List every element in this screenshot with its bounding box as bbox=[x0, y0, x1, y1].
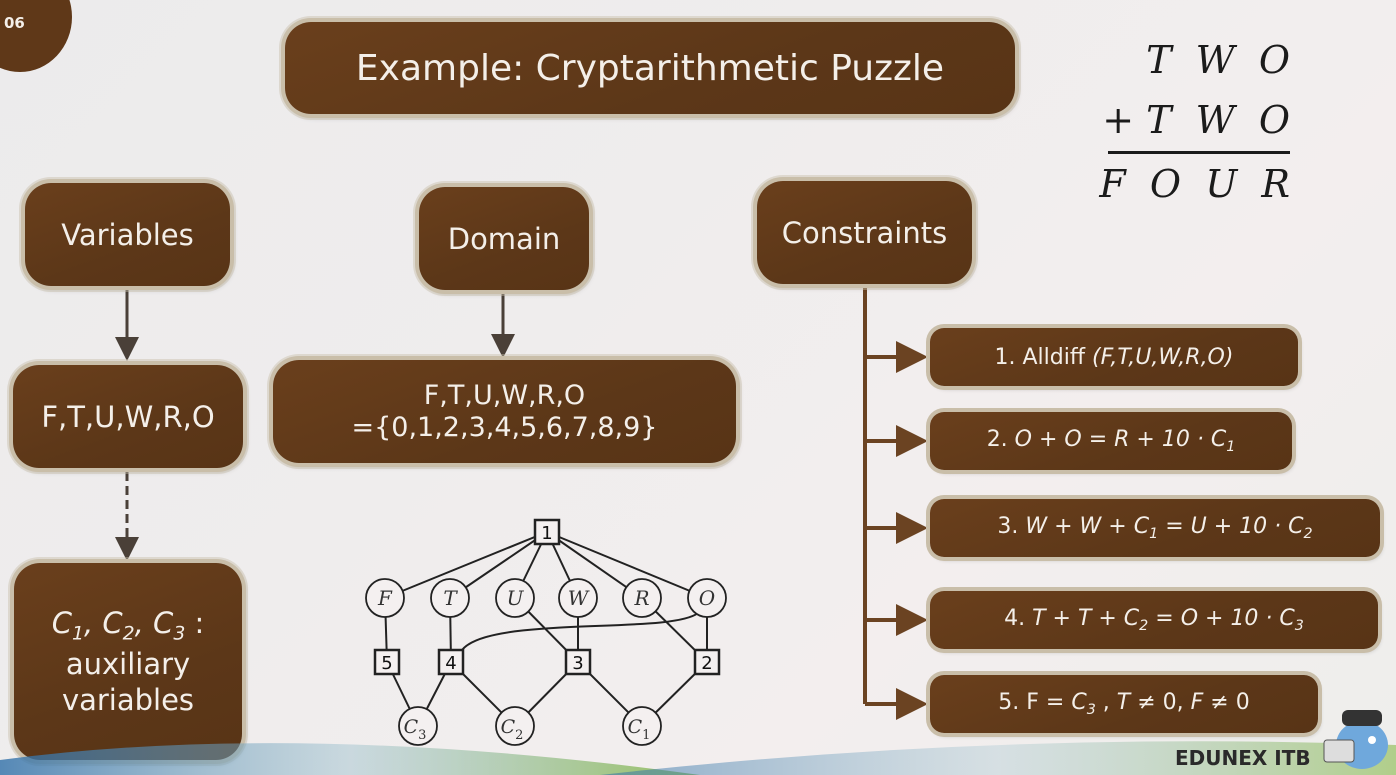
constraint-node bbox=[533, 518, 561, 546]
puzzle-sum-line bbox=[1108, 151, 1290, 154]
slide-title-box: Example: Cryptarithmetic Puzzle bbox=[285, 22, 1015, 114]
variables-header-box: Variables bbox=[25, 183, 230, 286]
brand-label: EDUNEX ITB bbox=[1175, 746, 1311, 770]
constraint-node bbox=[437, 648, 465, 676]
constraint-5: 5. F = C3 , T ≠ 0, F ≠ 0 bbox=[930, 675, 1318, 733]
aux-node bbox=[495, 706, 535, 746]
aux-line-3: variables bbox=[61, 683, 195, 718]
variable-node-label: W bbox=[568, 586, 590, 610]
slide-number: 06 bbox=[4, 14, 25, 32]
aux-node bbox=[622, 706, 662, 746]
aux-variables: C1, C2, C3 : bbox=[51, 605, 205, 645]
constraints-header-box: Constraints bbox=[757, 181, 972, 284]
domain-line-2: ={0,1,2,3,4,5,6,7,8,9} bbox=[351, 411, 658, 443]
variable-node-label: R bbox=[633, 586, 649, 610]
graph-edge bbox=[384, 531, 548, 599]
aux-line-2: auxiliary bbox=[65, 646, 191, 681]
aux-variables-box: C1, C2, C3 : auxiliary variables bbox=[14, 563, 242, 760]
domain-header-box: Domain bbox=[419, 187, 589, 290]
constraint-node-label: 1 bbox=[541, 523, 552, 544]
constraint-4: 4. T + T + C2 = O + 10 · C3 bbox=[930, 591, 1378, 649]
constraint-5-text: 5. F = C3 , T ≠ 0, F ≠ 0 bbox=[998, 690, 1250, 718]
variable-node-label: O bbox=[699, 586, 715, 610]
aux-node bbox=[398, 706, 438, 746]
constraint-node-label: 2 bbox=[701, 653, 712, 674]
constraint-node bbox=[693, 648, 721, 676]
variable-node bbox=[622, 578, 662, 618]
domain-values-box: F,T,U,W,R,O ={0,1,2,3,4,5,6,7,8,9} bbox=[273, 360, 736, 463]
domain-header: Domain bbox=[447, 221, 561, 256]
graph-edge bbox=[546, 531, 708, 599]
variable-node bbox=[365, 578, 405, 618]
mascot-elephant-icon bbox=[1323, 710, 1388, 769]
variable-node-label: U bbox=[507, 586, 525, 610]
variables-list-box: F,T,U,W,R,O bbox=[13, 365, 243, 468]
variable-node-label: T bbox=[443, 586, 458, 610]
variable-node bbox=[430, 578, 470, 618]
variable-node bbox=[495, 578, 535, 618]
slide-number-badge: 06 bbox=[0, 0, 72, 72]
puzzle-row-2: + T W O bbox=[1102, 98, 1290, 142]
variables-list: F,T,U,W,R,O bbox=[41, 399, 215, 434]
constraint-node-label: 3 bbox=[572, 653, 583, 674]
variable-node-label: F bbox=[377, 586, 393, 610]
constraint-3: 3. W + W + C1 = U + 10 · C2 bbox=[930, 499, 1380, 557]
constraint-node bbox=[564, 648, 592, 676]
constraint-1: 1. Alldiff (F,T,U,W,R,O) bbox=[930, 328, 1298, 386]
graph-edge-curve bbox=[461, 612, 699, 651]
constraint-3-text: 3. W + W + C1 = U + 10 · C2 bbox=[997, 514, 1313, 542]
domain-line-1: F,T,U,W,R,O bbox=[423, 380, 586, 412]
constraint-2: 2. O + O = R + 10 · C1 bbox=[930, 412, 1292, 470]
puzzle-result: F O U R bbox=[1099, 162, 1290, 206]
slide-title: Example: Cryptarithmetic Puzzle bbox=[355, 47, 945, 89]
constraints-header: Constraints bbox=[781, 215, 948, 250]
footer-swoosh bbox=[0, 741, 1396, 775]
puzzle-row-1: T W O bbox=[1146, 38, 1290, 82]
constraint-4-text: 4. T + T + C2 = O + 10 · C3 bbox=[1004, 606, 1304, 634]
constraint-1-text: 1. Alldiff (F,T,U,W,R,O) bbox=[994, 344, 1234, 370]
variable-node bbox=[558, 578, 598, 618]
variable-node bbox=[687, 578, 727, 618]
constraint-node-label: 4 bbox=[445, 653, 456, 674]
constraint-node-label: 5 bbox=[381, 653, 392, 674]
variables-header: Variables bbox=[61, 217, 194, 252]
constraint-node bbox=[373, 648, 401, 676]
constraint-2-text: 2. O + O = R + 10 · C1 bbox=[986, 427, 1236, 455]
